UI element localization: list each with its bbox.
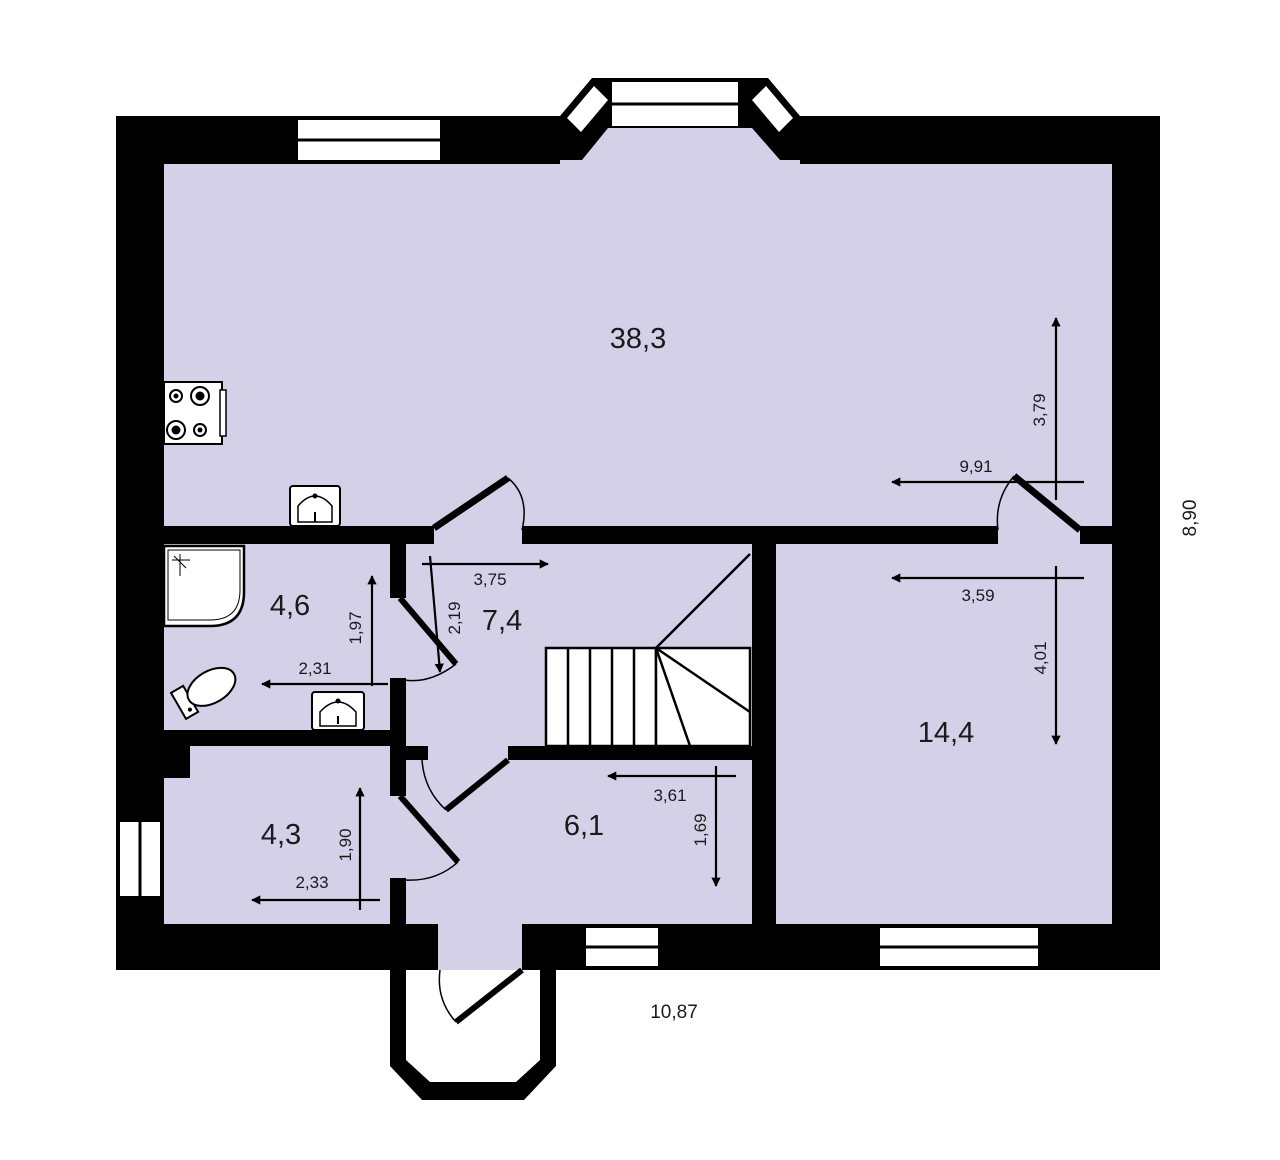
living-room-area: 38,3 (610, 323, 666, 355)
bathroom-depth: 1,97 (346, 611, 365, 644)
staircase (544, 553, 752, 748)
shower-icon (162, 544, 246, 628)
stair-hall-area: 7,4 (482, 605, 522, 637)
bay-window (560, 78, 800, 160)
toilet-icon (169, 666, 237, 721)
small-room-area: 4,3 (261, 819, 301, 851)
doors (397, 473, 1083, 1025)
bedroom-depth: 4,01 (1031, 641, 1050, 674)
stove-icon (163, 381, 227, 445)
living-room-width: 9,91 (959, 457, 992, 476)
overall-width-label: 10,87 (650, 1002, 698, 1023)
bedroom-width: 3,59 (961, 586, 994, 605)
entry-hall-area: 6,1 (564, 810, 604, 842)
overall-height-label: 8,90 (1180, 500, 1201, 537)
entry-hall-depth: 1,69 (691, 813, 710, 846)
stair-hall-width: 3,75 (473, 570, 506, 589)
small-room-width: 2,33 (295, 873, 328, 892)
bathroom-width: 2,31 (298, 659, 331, 678)
entry-hall-width: 3,61 (653, 786, 686, 805)
watermark: циан (936, 974, 1093, 1026)
bedroom-area: 14,4 (918, 717, 974, 749)
stair-hall-depth: 2,19 (445, 601, 464, 634)
bathroom-sink-icon (311, 691, 365, 731)
small-room-depth: 1,90 (336, 828, 355, 861)
dimension-arrows (251, 317, 1084, 910)
living-room-depth: 3,79 (1030, 393, 1049, 426)
watermark-logo-icon (936, 975, 976, 1013)
bathroom-area: 4,6 (270, 590, 310, 622)
windows (120, 120, 1038, 966)
watermark-text: циан (990, 974, 1093, 1026)
kitchen-sink-icon (289, 485, 341, 527)
